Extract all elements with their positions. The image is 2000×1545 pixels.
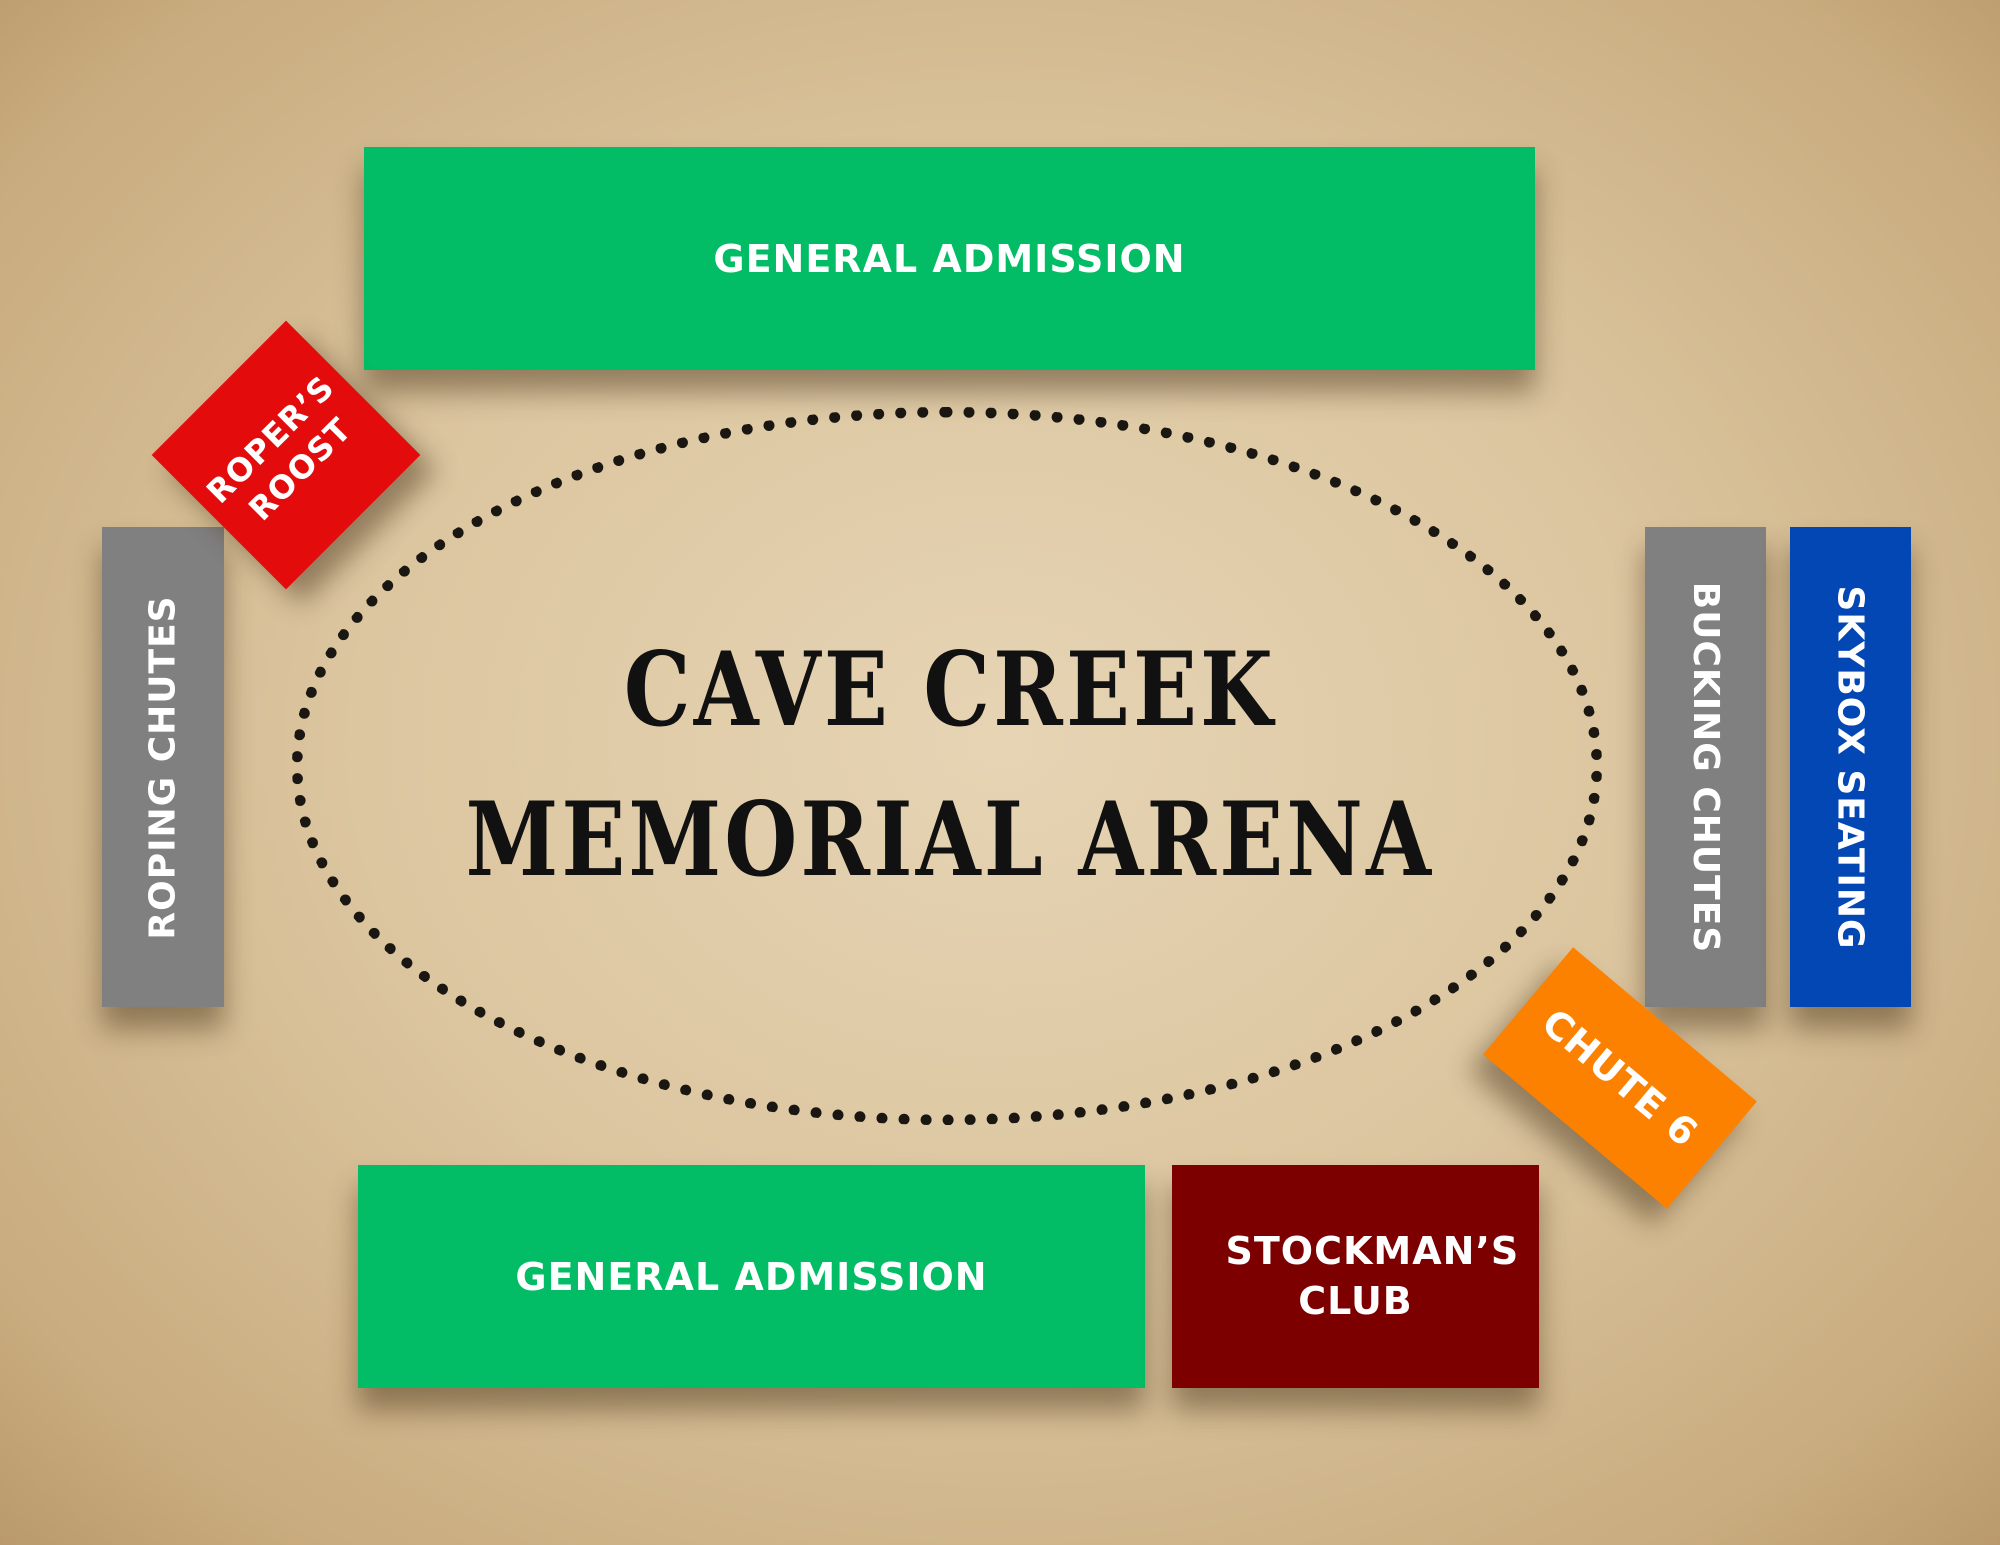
ropers-roost-label: ROPER’S ROOST [199, 368, 360, 529]
general-admission-top-section[interactable]: GENERAL ADMISSION [364, 147, 1535, 370]
general-admission-bottom-label: GENERAL ADMISSION [515, 1254, 988, 1299]
arena-title-line2: MEMORIAL ARENA [465, 780, 1435, 900]
skybox-seating-label: SKYBOX SEATING [1830, 584, 1871, 950]
roping-chutes-section[interactable]: ROPING CHUTES [102, 527, 224, 1007]
roping-chutes-label: ROPING CHUTES [142, 594, 184, 940]
stockmans-club-label: STOCKMAN’S CLUB [1225, 1229, 1520, 1323]
skybox-seating-section[interactable]: SKYBOX SEATING [1790, 527, 1911, 1007]
general-admission-bottom-section[interactable]: GENERAL ADMISSION [358, 1165, 1145, 1388]
stockmans-club-section[interactable]: STOCKMAN’S CLUB [1172, 1165, 1539, 1388]
arena-title: CAVE CREEK MEMORIAL ARENA [417, 615, 1483, 915]
bucking-chutes-label: BUCKING CHUTES [1685, 581, 1727, 953]
arena-boundary [292, 407, 1602, 1125]
bucking-chutes-section[interactable]: BUCKING CHUTES [1645, 527, 1766, 1007]
general-admission-top-label: GENERAL ADMISSION [713, 236, 1186, 281]
arena-title-line1: CAVE CREEK [623, 630, 1277, 750]
chute-6-label: CHUTE 6 [1533, 1000, 1707, 1156]
